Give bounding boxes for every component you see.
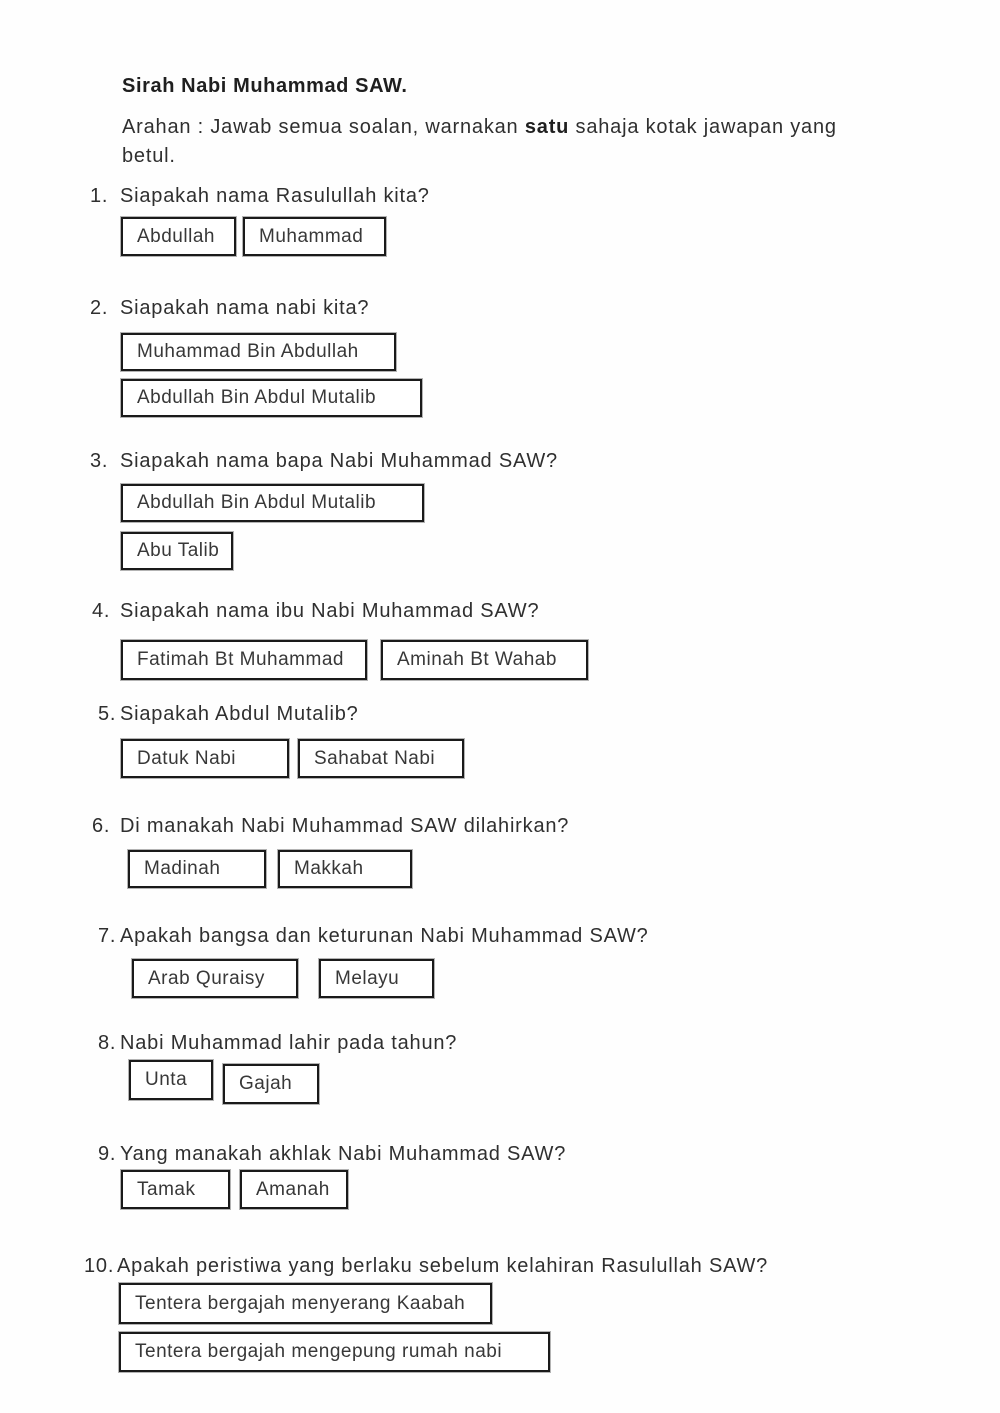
question-4: 4. Siapakah nama ibu Nabi Muhammad SAW? F… — [92, 598, 588, 680]
question-number: 10. — [84, 1255, 115, 1277]
question-number: 7. — [98, 925, 117, 947]
answer-box-q9-tamak[interactable]: Tamak — [121, 1170, 230, 1209]
question-9: 9.Yang manakah akhlak Nabi Muhammad SAW?… — [98, 1141, 566, 1209]
answer-options: Madinah Makkah — [128, 850, 569, 888]
instruction-suffix: sahaja kotak jawapan yang — [569, 116, 837, 138]
answer-label: Tentera bergajah mengepung rumah nabi — [135, 1341, 503, 1362]
answer-label: Abdullah Bin Abdul Mutalib — [137, 387, 377, 408]
answer-label: Aminah Bt Wahab — [397, 649, 557, 670]
answer-label: Abu Talib — [137, 540, 220, 561]
answer-options: Arab Quraisy Melayu — [132, 959, 649, 998]
answer-box-q4-fatimah-bt-muhammad[interactable]: Fatimah Bt Muhammad — [121, 640, 367, 680]
question-7-label: 7.Apakah bangsa dan keturunan Nabi Muham… — [98, 923, 649, 949]
question-number: 9. — [98, 1143, 117, 1165]
answer-box-q3-abdullah-bin-abdul-mutalib[interactable]: Abdullah Bin Abdul Mutalib — [121, 484, 424, 522]
question-9-label: 9.Yang manakah akhlak Nabi Muhammad SAW? — [98, 1141, 566, 1167]
answer-label: Tentera bergajah menyerang Kaabah — [135, 1292, 466, 1314]
question-text: Nabi Muhammad lahir pada tahun? — [120, 1032, 458, 1054]
answer-label: Unta — [145, 1069, 188, 1090]
answer-box-q8-unta[interactable]: Unta — [129, 1060, 213, 1100]
answer-options: Tentera bergajah menyerang Kaabah Tenter… — [119, 1283, 768, 1372]
answer-box-q2-muhammad-bin-abdullah[interactable]: Muhammad Bin Abdullah — [121, 333, 396, 371]
answer-options: Tamak Amanah — [121, 1170, 566, 1209]
answer-label: Madinah — [144, 858, 221, 879]
question-1-label: 1. Siapakah nama Rasulullah kita? — [90, 183, 430, 209]
question-text: Siapakah nama ibu Nabi Muhammad SAW? — [120, 600, 540, 622]
question-number: 8. — [98, 1032, 117, 1054]
question-2: 2. Siapakah nama nabi kita? Muhammad Bin … — [90, 295, 422, 417]
answer-label: Makkah — [294, 858, 364, 879]
answer-box-q10-tentera-bergajah-menyerang-kaabah[interactable]: Tentera bergajah menyerang Kaabah — [119, 1283, 492, 1324]
question-7: 7.Apakah bangsa dan keturunan Nabi Muham… — [98, 923, 649, 998]
answer-label: Abdullah — [137, 225, 215, 247]
question-4-label: 4. Siapakah nama ibu Nabi Muhammad SAW? — [92, 598, 588, 624]
answer-options: Unta Gajah — [129, 1060, 457, 1104]
answer-box-q4-aminah-bt-wahab[interactable]: Aminah Bt Wahab — [381, 640, 588, 680]
question-number: 2. — [90, 297, 109, 319]
question-3-label: 3. Siapakah nama bapa Nabi Muhammad SAW? — [90, 448, 558, 474]
question-text: Siapakah nama nabi kita? — [120, 297, 370, 319]
instruction-text: Arahan : Jawab semua soalan, warnakan sa… — [122, 113, 837, 171]
answer-box-q6-makkah[interactable]: Makkah — [278, 850, 412, 888]
question-6-label: 6. Di manakah Nabi Muhammad SAW dilahirka… — [92, 813, 569, 839]
instruction-line2: betul. — [122, 145, 176, 167]
answer-box-q10-tentera-bergajah-mengepung-rumah-nabi[interactable]: Tentera bergajah mengepung rumah nabi — [119, 1332, 550, 1372]
question-number: 4. — [92, 600, 111, 622]
instruction-prefix: Arahan : Jawab semua soalan, warnakan — [122, 116, 525, 138]
question-1: 1. Siapakah nama Rasulullah kita? Abdulla… — [90, 183, 430, 256]
answer-options: Abdullah Bin Abdul Mutalib Abu Talib — [121, 484, 558, 570]
question-text: Apakah peristiwa yang berlaku sebelum ke… — [117, 1255, 769, 1277]
question-3: 3.Siapakah nama bapa Nabi Muhammad SAW? … — [90, 448, 558, 570]
answer-box-q1-muhammad[interactable]: Muhammad — [243, 217, 386, 256]
question-text: Siapakah nama Rasulullah kita? — [120, 185, 430, 207]
answer-options: Abdullah Muhammad — [121, 217, 430, 256]
answer-options: Muhammad Bin Abdullah Abdullah Bin Abdul… — [121, 333, 422, 417]
answer-label: Arab Quraisy — [148, 967, 265, 989]
question-10-label: 10.Apakah peristiwa yang berlaku sebelum… — [84, 1253, 768, 1279]
answer-label: Amanah — [256, 1178, 330, 1200]
question-number: 1. — [90, 185, 109, 207]
answer-label: Tamak — [137, 1178, 196, 1200]
question-text: Yang manakah akhlak Nabi Muhammad SAW? — [120, 1143, 567, 1165]
worksheet-title: Sirah Nabi Muhammad SAW. — [122, 75, 408, 97]
question-text: Siapakah nama bapa Nabi Muhammad SAW? — [120, 450, 558, 472]
question-10: 10.Apakah peristiwa yang berlaku sebelum… — [84, 1253, 768, 1372]
question-8-label: 8.Nabi Muhammad lahir pada tahun? — [98, 1030, 457, 1056]
question-text: Apakah bangsa dan keturunan Nabi Muhamma… — [120, 925, 649, 947]
question-number: 5. — [98, 703, 117, 725]
answer-box-q7-arab-quraisy[interactable]: Arab Quraisy — [132, 959, 298, 998]
answer-box-q1-abdullah[interactable]: Abdullah — [121, 217, 236, 256]
question-6: 6. Di manakah Nabi Muhammad SAW dilahirka… — [92, 813, 569, 888]
answer-label: Abdullah Bin Abdul Mutalib — [137, 492, 377, 513]
answer-label: Datuk Nabi — [137, 747, 236, 769]
question-5-label: 5.Siapakah Abdul Mutalib? — [98, 701, 464, 727]
answer-label: Gajah — [239, 1073, 293, 1094]
answer-box-q8-gajah[interactable]: Gajah — [223, 1064, 319, 1104]
answer-label: Fatimah Bt Muhammad — [137, 649, 344, 670]
question-number: 6. — [92, 815, 111, 837]
question-2-label: 2. Siapakah nama nabi kita? — [90, 295, 422, 321]
question-text: Siapakah Abdul Mutalib? — [120, 703, 359, 725]
question-5: 5.Siapakah Abdul Mutalib? Datuk Nabi Sah… — [98, 701, 464, 778]
answer-label: Muhammad — [259, 225, 364, 247]
answer-box-q5-datuk-nabi[interactable]: Datuk Nabi — [121, 739, 289, 778]
answer-options: Fatimah Bt Muhammad Aminah Bt Wahab — [121, 640, 588, 680]
answer-box-q9-amanah[interactable]: Amanah — [240, 1170, 348, 1209]
answer-label: Sahabat Nabi — [314, 747, 436, 769]
answer-box-q2-abdullah-bin-abdul-mutalib[interactable]: Abdullah Bin Abdul Mutalib — [121, 379, 422, 417]
answer-options: Datuk Nabi Sahabat Nabi — [121, 739, 464, 778]
answer-box-q3-abu-talib[interactable]: Abu Talib — [121, 532, 233, 570]
answer-label: Melayu — [335, 967, 400, 989]
instruction-bold-word: satu — [524, 116, 570, 138]
answer-label: Muhammad Bin Abdullah — [137, 341, 359, 362]
question-number: 3. — [90, 450, 109, 472]
answer-box-q6-madinah[interactable]: Madinah — [128, 850, 266, 888]
answer-box-q7-melayu[interactable]: Melayu — [319, 959, 434, 998]
question-8: 8.Nabi Muhammad lahir pada tahun? Unta G… — [98, 1030, 457, 1104]
question-text: Di manakah Nabi Muhammad SAW dilahirkan? — [120, 815, 570, 837]
answer-box-q5-sahabat-nabi[interactable]: Sahabat Nabi — [298, 739, 464, 778]
